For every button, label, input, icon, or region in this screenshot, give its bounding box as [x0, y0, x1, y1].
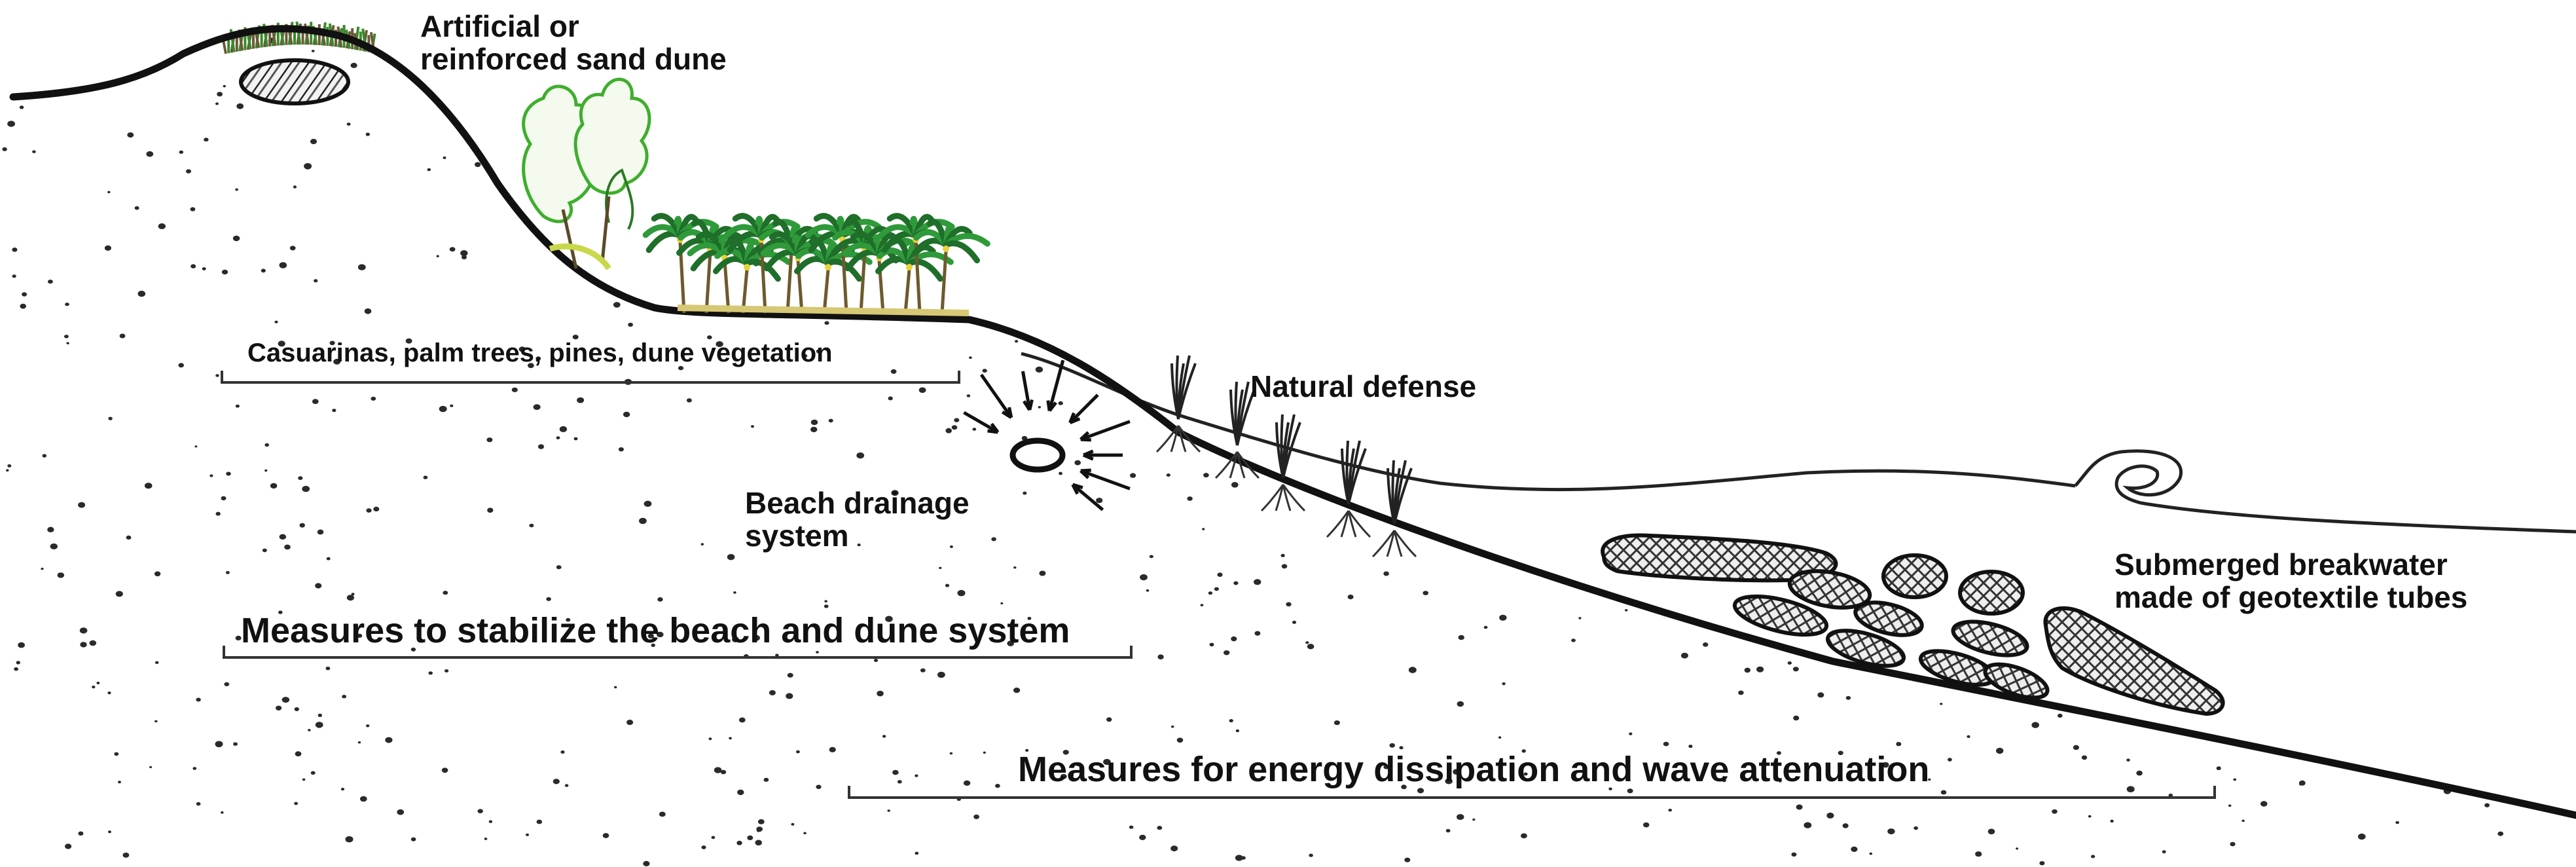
vegetation-label: Casuarinas, palm trees, pines, dune vege…	[247, 339, 833, 367]
vegetation-bracket	[221, 371, 960, 384]
casuarina-trees	[522, 77, 651, 270]
geotextile-tube	[1732, 594, 1829, 637]
dune-label: Artificial or reinforced sand dune	[420, 10, 727, 75]
geotextile-tube	[2043, 606, 2225, 716]
geotextile-tube	[1826, 629, 1906, 668]
dune-core-hatched-oval-icon	[239, 58, 350, 105]
geotextile-tube	[1853, 600, 1924, 637]
geotextile-tube	[1881, 553, 1948, 599]
geotextile-tube	[1983, 662, 2050, 700]
breakwater-label: Submerged breakwater made of geotextile …	[2114, 547, 2468, 614]
drain-pipe-icon	[1009, 437, 1066, 473]
water-surface-line	[1021, 352, 2076, 492]
ground-profile-line	[9, 25, 2576, 819]
breakwater-label-line1: Submerged breakwater	[2114, 547, 2448, 581]
measures-stabilize-bracket	[223, 646, 1133, 659]
drainage-label-line2: system	[745, 518, 849, 553]
wave-crest-icon	[2074, 449, 2576, 534]
natural-defense-label: Natural defense	[1250, 369, 1477, 403]
dune-label-line1: Artificial or	[420, 9, 579, 43]
dune-label-line2: reinforced sand dune	[420, 41, 727, 76]
drainage-flow-arrows	[963, 360, 1131, 511]
geotextile-tube	[1787, 569, 1872, 610]
submerged-breakwater-tubes	[1601, 533, 2225, 716]
sea-water	[1021, 352, 2576, 534]
natural-defense-grasses	[1155, 355, 1417, 558]
geotextile-tube	[1601, 533, 1838, 583]
palm-tree-row	[642, 213, 990, 316]
beach-drainage-system	[963, 360, 1131, 511]
measures-energy-label: Measures for energy dissipation and wave…	[1018, 750, 1930, 789]
geotextile-tube	[1951, 619, 2029, 657]
measures-energy-bracket	[848, 786, 2216, 799]
drainage-label: Beach drainage system	[745, 487, 970, 552]
breakwater-label-line2: made of geotextile tubes	[2114, 580, 2468, 614]
geotextile-tube	[1958, 570, 2025, 616]
measures-stabilize-label: Measures to stabilize the beach and dune…	[241, 611, 1070, 650]
drainage-label-line1: Beach drainage	[745, 486, 970, 520]
